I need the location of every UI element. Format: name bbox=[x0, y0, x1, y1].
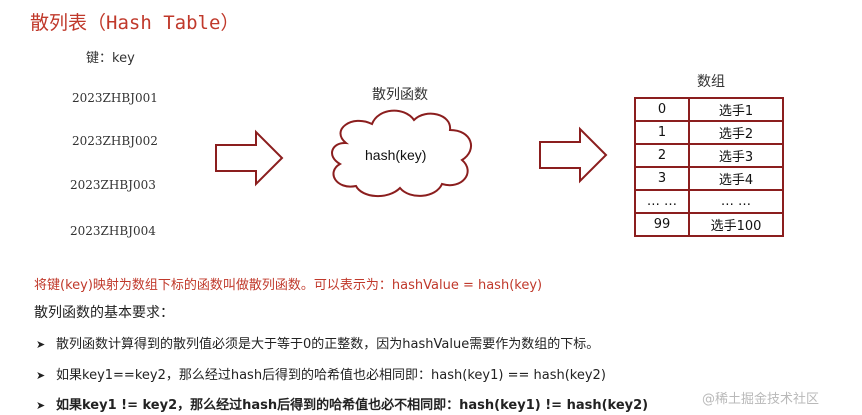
hash-call-text: hash(key) bbox=[365, 147, 427, 163]
array-value: … … bbox=[688, 189, 784, 214]
key-item: 2023ZHBJ004 bbox=[70, 224, 156, 238]
array-value: 选手1 bbox=[688, 97, 784, 122]
array-index: 3 bbox=[634, 166, 690, 191]
requirements-title: 散列函数的基本要求： bbox=[34, 305, 174, 321]
arrow-right-icon bbox=[539, 126, 608, 184]
description-text: 将键(key)映射为数组下标的函数叫做散列函数。可以表示为：hashValue … bbox=[34, 278, 543, 293]
key-item: 2023ZHBJ003 bbox=[70, 178, 156, 192]
list-item: ➤ 散列函数计算得到的散列值必须是大于等于0的正整数，因为hashValue需要作… bbox=[36, 333, 599, 352]
requirement-text: 如果key1==key2，那么经过hash后得到的哈希值也必相同即：hash(k… bbox=[56, 368, 606, 383]
array-index: 2 bbox=[634, 143, 690, 168]
array-value: 选手100 bbox=[688, 212, 784, 237]
bullet-arrow-icon: ➤ bbox=[36, 369, 46, 382]
list-item: ➤ 如果key1 != key2，那么经过hash后得到的哈希值也必不相同即：ha… bbox=[36, 394, 648, 413]
cloud-shape bbox=[331, 109, 473, 197]
array-index: 0 bbox=[634, 97, 690, 122]
key-label: 键：key bbox=[86, 51, 135, 66]
requirement-text: 如果key1 != key2，那么经过hash后得到的哈希值也必不相同即：has… bbox=[56, 398, 649, 413]
array-value: 选手4 bbox=[688, 166, 784, 191]
bullet-arrow-icon: ➤ bbox=[36, 399, 46, 412]
table-row: … …… … bbox=[634, 189, 784, 214]
key-item: 2023ZHBJ002 bbox=[72, 134, 158, 148]
page-title: 散列表（Hash Table） bbox=[30, 12, 240, 34]
key-item: 2023ZHBJ001 bbox=[72, 91, 158, 105]
array-value: 选手3 bbox=[688, 143, 784, 168]
watermark: @稀土掘金技术社区 bbox=[702, 392, 820, 407]
array-label: 数组 bbox=[697, 74, 725, 90]
array-index: 99 bbox=[634, 212, 690, 237]
array-index: 1 bbox=[634, 120, 690, 145]
list-item: ➤ 如果key1==key2，那么经过hash后得到的哈希值也必相同即：hash(… bbox=[36, 364, 606, 383]
bullet-arrow-icon: ➤ bbox=[36, 338, 46, 351]
array-value: 选手2 bbox=[688, 120, 784, 145]
arrow-right-icon bbox=[215, 129, 284, 187]
hash-function-label: 散列函数 bbox=[372, 87, 428, 103]
requirement-text: 散列函数计算得到的散列值必须是大于等于0的正整数，因为hashValue需要作为… bbox=[56, 337, 600, 352]
array-index: … … bbox=[634, 189, 690, 214]
